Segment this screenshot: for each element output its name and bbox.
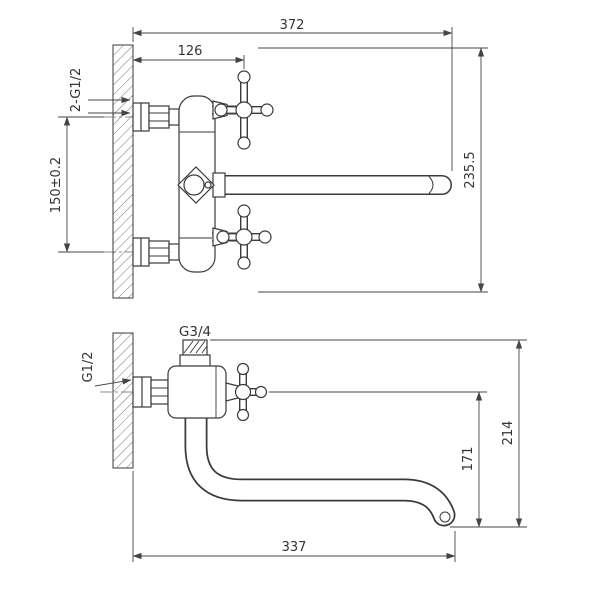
spout-side: [184, 396, 456, 527]
side-handle-hub: [234, 383, 252, 401]
dim-center-to-outlet: 171: [270, 391, 527, 528]
lower-handle-hub: [235, 228, 253, 246]
dim-spout-reach: 337: [132, 471, 456, 562]
wall-section-front: [112, 44, 134, 299]
spout-aerator: [439, 511, 451, 523]
label-inlet-thread: G3/4: [179, 324, 211, 340]
lower-cross-handle: [212, 204, 272, 270]
dim-label-wall-to-handle: 126: [178, 44, 203, 59]
wall-section-side: [112, 332, 134, 469]
dim-label-center-to-outlet: 171: [461, 447, 476, 472]
dim-top-to-outlet: 214: [210, 339, 527, 528]
valve-cap: [183, 174, 205, 196]
upper-cross-handle: [212, 70, 274, 150]
dim-label-overall-width: 372: [280, 18, 305, 33]
wall-mount-side: [132, 376, 169, 408]
side-cross-handle: [225, 362, 268, 422]
dim-overall-height: 235.5: [258, 47, 488, 293]
side-view-dimensions: G3/4 G1/2 171 214 337: [81, 324, 527, 562]
upper-handle-hub: [235, 101, 253, 119]
inlet-pipe-top: [179, 339, 211, 369]
label-wall-thread: G1/2: [81, 352, 132, 387]
dim-label-overall-height: 235.5: [463, 151, 478, 188]
dim-label-wall-thread: G1/2: [81, 352, 96, 383]
side-view: [100, 332, 456, 527]
front-view-dimensions: 372 126 2-G1/2 150±0.2 235.5: [49, 18, 488, 293]
front-view: [104, 44, 452, 299]
dim-inlet-spacing: 150±0.2: [49, 116, 104, 253]
faucet-body-front: [177, 95, 226, 273]
dim-label-wall-threads: 2-G1/2: [69, 68, 84, 112]
valve-screw: [204, 181, 212, 189]
thread-hatching: [183, 340, 208, 354]
lower-wall-mount: [132, 237, 180, 267]
dim-label-spout-reach: 337: [282, 540, 307, 555]
label-wall-threads: 2-G1/2: [69, 68, 131, 117]
faucet-body-side: [167, 365, 227, 419]
dim-label-inlet-spacing: 150±0.2: [49, 157, 64, 213]
upper-wall-mount: [132, 102, 180, 132]
dim-label-top-to-outlet: 214: [501, 421, 516, 446]
dim-wall-to-handle: 126: [132, 44, 245, 69]
dim-overall-width: 372: [132, 18, 453, 171]
spout-tip-seam: [428, 176, 434, 194]
spout-front: [200, 175, 452, 195]
dim-label-inlet-thread: G3/4: [179, 324, 211, 340]
